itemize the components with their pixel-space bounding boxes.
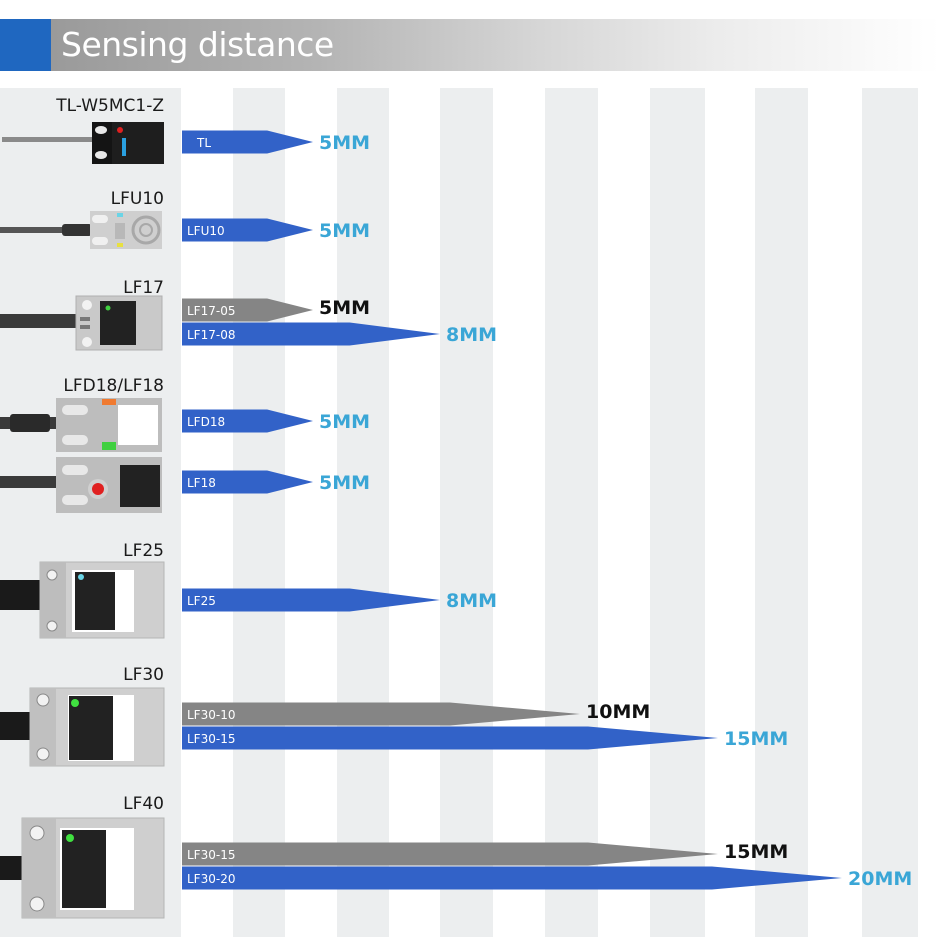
- model-label-lf25: LF25: [123, 541, 164, 561]
- value-label: 5MM: [319, 132, 370, 154]
- page-title: Sensing distance: [61, 25, 334, 64]
- bar-label: LF25: [187, 594, 216, 608]
- bar-label: LF30-10: [187, 708, 235, 722]
- bar-lfu10-primary: [182, 218, 313, 242]
- bar-lf30-10-secondary: [182, 702, 580, 726]
- gray-proximity-sensor-with-target-face-icon: [0, 211, 162, 249]
- bar-lf30-15-primary: [182, 726, 718, 750]
- bar-label: LF17-08: [187, 328, 235, 342]
- two-gray-proximity-sensors-icon: [0, 398, 162, 513]
- value-label: 10MM: [586, 701, 650, 723]
- bar-label: LF30-20: [187, 872, 235, 886]
- bar-tl-primary: [182, 130, 313, 154]
- bar-label: LFU10: [187, 224, 225, 238]
- model-label-lf30: LF30: [123, 665, 164, 685]
- gray-proximity-sensor-icon: [0, 295, 163, 351]
- bar-lf30-20-primary: [182, 866, 842, 890]
- gray-proximity-sensor-icon: [0, 561, 165, 639]
- model-label-tl-w5mc1-z: TL-W5MC1-Z: [56, 96, 164, 116]
- bar-lfd18-primary: [182, 409, 313, 433]
- header-accent-block: [0, 19, 51, 71]
- bar-label: LF17-05: [187, 304, 235, 318]
- value-label: 5MM: [319, 220, 370, 242]
- value-label: 5MM: [319, 411, 370, 433]
- grid-stripe: [862, 88, 918, 937]
- value-label: 20MM: [848, 868, 912, 890]
- value-label: 5MM: [319, 297, 370, 319]
- bar-label: LF30-15: [187, 732, 235, 746]
- section-header: Sensing distance: [0, 19, 940, 71]
- grid-stripe: [650, 88, 705, 937]
- model-label-lfd18-lf18: LFD18/LF18: [63, 376, 164, 396]
- bar-lf18-primary: [182, 470, 313, 494]
- bar-lf17-05-secondary: [182, 298, 313, 322]
- bar-label: LF30-15: [187, 848, 235, 862]
- grid-stripe: [545, 88, 598, 937]
- value-label: 15MM: [724, 841, 788, 863]
- bar-label: LFD18: [187, 415, 225, 429]
- model-label-lf40: LF40: [123, 794, 164, 814]
- gray-proximity-sensor-icon: [0, 687, 165, 767]
- value-label: 5MM: [319, 472, 370, 494]
- grid-stripe: [755, 88, 808, 937]
- value-label: 8MM: [446, 590, 497, 612]
- bar-label: TL: [196, 136, 211, 150]
- bar-lf25-primary: [182, 588, 440, 612]
- gray-proximity-sensor-icon: [0, 817, 165, 919]
- black-square-proximity-sensor-icon: [2, 122, 164, 164]
- grid-stripe: [440, 88, 493, 937]
- value-label: 15MM: [724, 728, 788, 750]
- model-label-lf17: LF17: [123, 278, 164, 298]
- bar-lf17-08-primary: [182, 322, 440, 346]
- model-label-lfu10: LFU10: [110, 189, 164, 209]
- bar-label: LF18: [187, 476, 216, 490]
- header-gradient-band: [51, 19, 940, 71]
- value-label: 8MM: [446, 324, 497, 346]
- grid-stripe: [337, 88, 389, 937]
- bar-lf30-15-secondary: [182, 842, 718, 866]
